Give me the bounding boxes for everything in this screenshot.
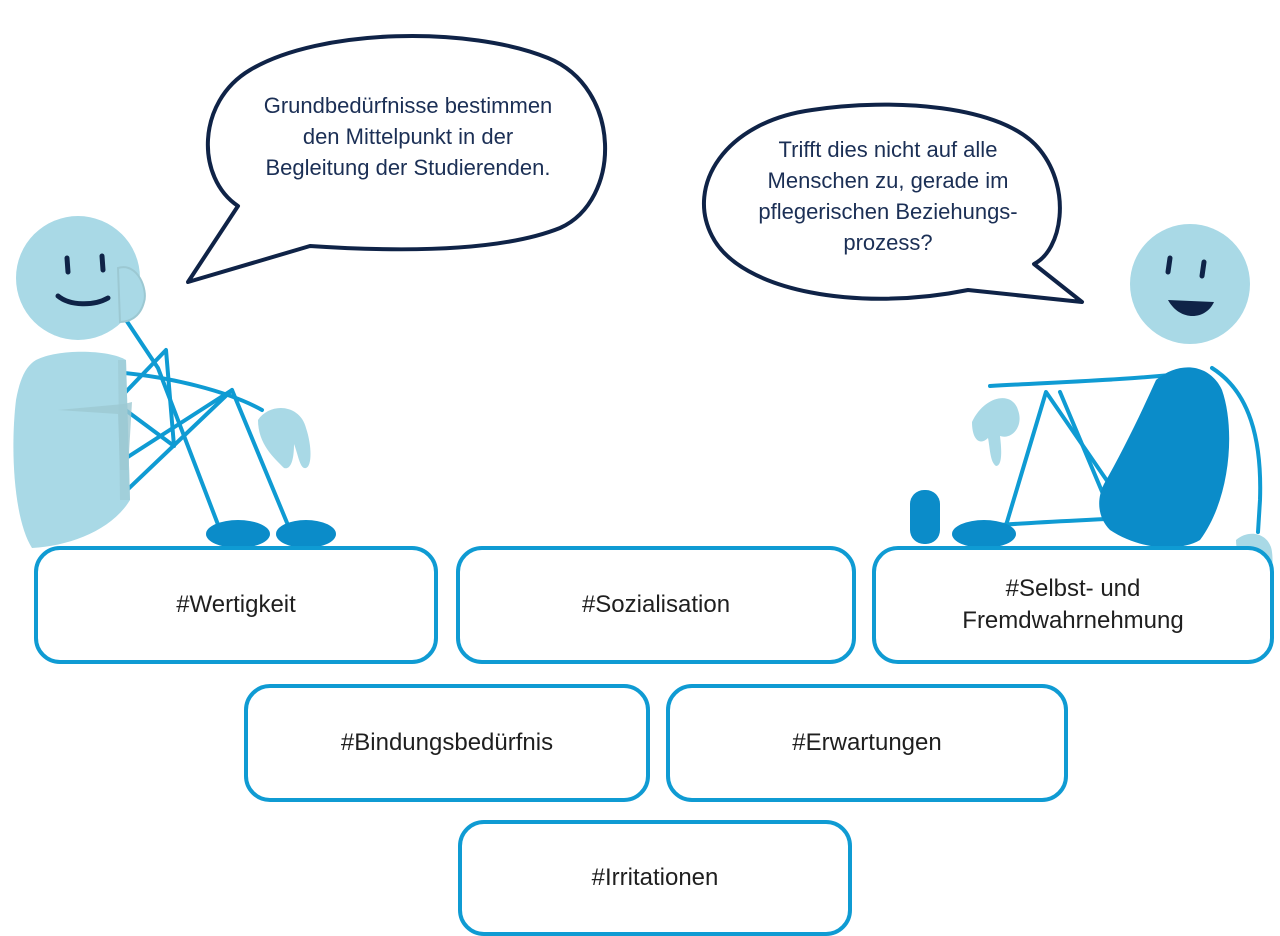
tag-sozialisation-label: #Sozialisation [581,591,731,618]
tag-wertigkeit-label: #Wertigkeit [176,591,296,618]
tag-bindungsbeduerfnis[interactable]: #Bindungsbedürfnis [244,684,650,802]
tag-erwartungen-label: #Erwartungen [792,729,942,756]
tag-erwartungen[interactable]: #Erwartungen [666,684,1068,802]
speech-right-line-1: Trifft dies nicht auf alle [778,137,998,162]
tag-selbst-und-fremdwahrnehmung[interactable]: #Selbst- und Fremdwahrnehmung [872,546,1274,664]
tag-wertigkeit[interactable]: #Wertigkeit [34,546,438,664]
left-person-illustration [13,216,336,548]
speech-bubble-left [186,34,608,284]
tag-selbst-label: #Selbst- und Fremdwahrnehmung [962,573,1183,637]
speech-bubble-right [701,102,1084,304]
tag-irritationen[interactable]: #Irritationen [458,820,852,936]
speech-text-left: Grundbedürfnisse bestimmen den Mittelpun… [222,90,594,183]
speech-left-line-1: Grundbedürfnisse bestimmen [263,93,553,118]
speech-left-line-2: den Mittelpunkt in der [302,124,514,149]
speech-right-line-2: Menschen zu, gerade im [767,168,1009,193]
tag-sozialisation[interactable]: #Sozialisation [456,546,856,664]
speech-right-line-4: prozess? [843,230,933,255]
tag-bindungsbeduerfnis-label: #Bindungsbedürfnis [340,729,554,756]
speech-right-line-3: pflegerischen Beziehungs- [758,199,1018,224]
right-person-illustration [910,224,1273,577]
tag-selbst-line-1: #Selbst- und [1005,575,1141,602]
tag-selbst-line-2: Fremdwahrnehmung [962,607,1184,634]
speech-text-right: Trifft dies nicht auf alle Menschen zu, … [716,134,1060,258]
tag-irritationen-label: #Irritationen [591,864,719,891]
speech-left-line-3: Begleitung der Studierenden. [265,155,551,180]
